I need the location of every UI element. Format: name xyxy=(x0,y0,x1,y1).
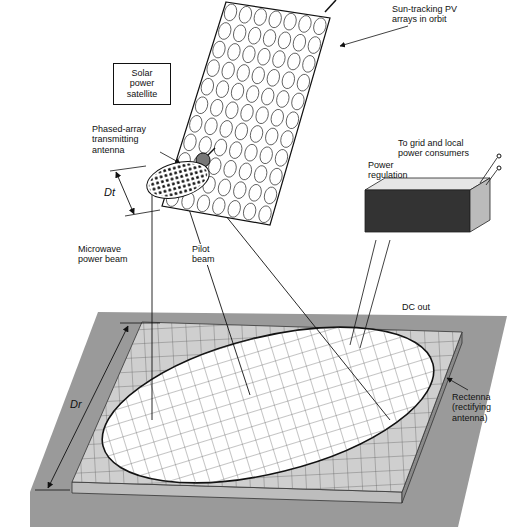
callout-label: Sun-tracking PV arrays in orbit xyxy=(392,4,474,25)
beam-edge xyxy=(152,192,153,420)
leader-arrow xyxy=(340,26,408,46)
terminal xyxy=(497,166,501,170)
leader-arrow xyxy=(160,152,180,163)
callout-label: Pilot beam xyxy=(192,244,232,265)
extension-line xyxy=(120,323,160,324)
regulator-box: Power regulation xyxy=(368,160,424,183)
callout-label: To grid and local power consumers xyxy=(398,138,488,159)
beam-edge xyxy=(205,190,390,420)
dimension-label: Dt xyxy=(104,186,118,199)
extension-line xyxy=(110,166,146,171)
extension-line xyxy=(35,490,70,491)
dimension-line xyxy=(48,326,128,488)
callout-label: Rectenna (rectifying antenna) xyxy=(452,392,504,423)
node-label: Solar power satellite xyxy=(118,68,166,99)
callout-label: Phased-array transmitting antenna xyxy=(92,124,164,155)
regulator-side xyxy=(470,178,490,232)
transmitting-antenna xyxy=(143,155,214,204)
receiving-area xyxy=(87,298,450,512)
node-label: Power regulation xyxy=(368,160,424,181)
dimension-line xyxy=(116,172,134,214)
title-box: Solar power satellite xyxy=(113,63,171,105)
dc-wire xyxy=(350,240,376,345)
leader-arrow xyxy=(447,378,468,390)
callout-label: DC out xyxy=(402,302,442,312)
dimension-label: Dr xyxy=(70,398,86,411)
callout-label: Microwave power beam xyxy=(78,244,138,265)
dc-wire xyxy=(360,240,390,348)
terminal xyxy=(497,154,501,158)
grid-wire xyxy=(480,158,497,183)
grid-wire xyxy=(486,170,497,185)
mast xyxy=(325,0,336,12)
regulator-front xyxy=(365,190,470,232)
antenna-elements xyxy=(145,158,211,203)
extension-line xyxy=(125,210,160,216)
receiving-grid xyxy=(87,298,450,512)
pilot-beam-line xyxy=(186,200,250,395)
